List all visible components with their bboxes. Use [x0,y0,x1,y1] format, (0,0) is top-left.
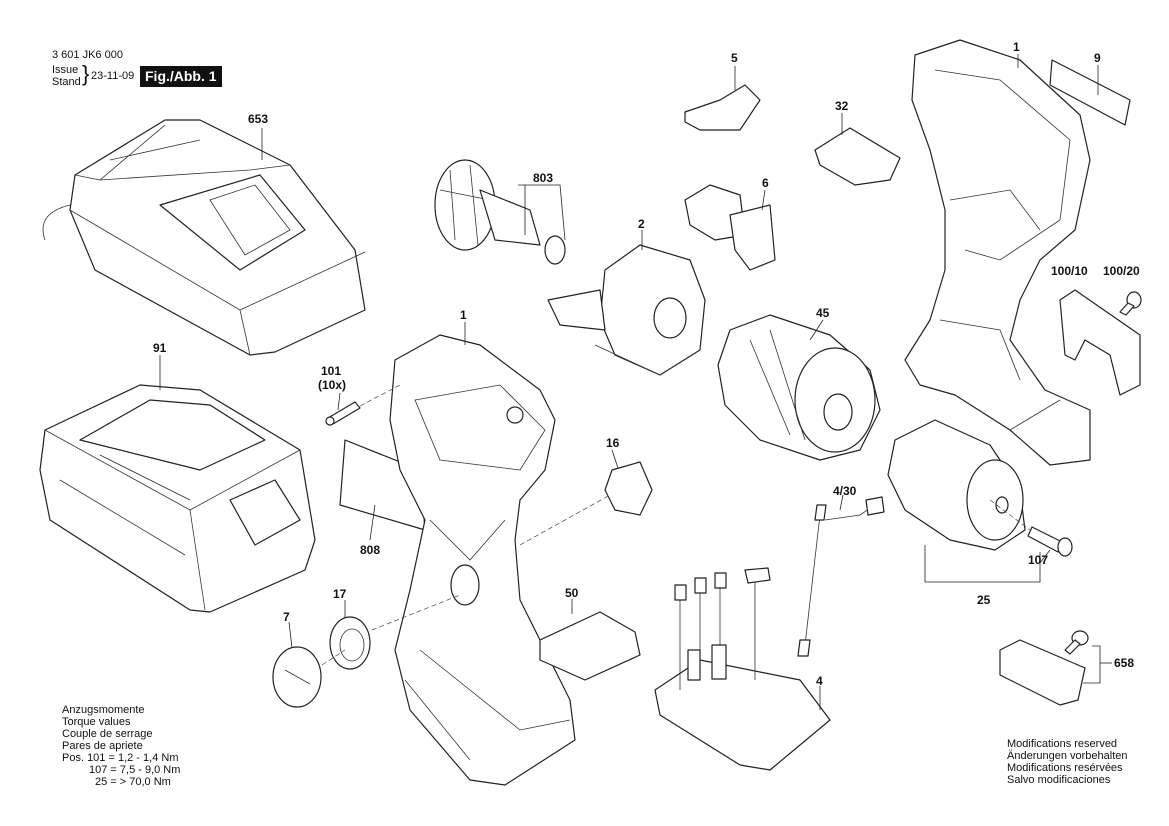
charger-drawing [42,119,366,356]
callout-101-qty: (10x) [318,378,347,392]
callout-803: 803 [533,171,554,185]
callout-16: 16 [606,436,620,450]
gearbox-drawing [717,314,881,461]
housing-drawing [389,334,576,786]
ring-drawing [329,616,371,670]
cable-drawing [797,496,885,657]
leader-lines [159,54,1112,710]
latch-drawing [814,127,901,186]
part-number: 3 601 JK6 000 [52,49,123,61]
modification-line-2: Änderungen vorbehalten [1007,750,1128,762]
assembly-lines [321,384,1031,666]
torque-line-2: Torque values [62,716,131,728]
callout-7: 7 [283,610,290,624]
bearing-cap-drawing [604,461,653,516]
callout-45: 45 [816,306,830,320]
torque-line-7: 25 = > 70,0 Nm [95,776,171,788]
torque-line-6: 107 = 7,5 - 9,0 Nm [89,764,181,776]
chuck-drawing [887,419,1026,551]
switch-drawing [684,184,776,271]
cap-drawing [272,646,322,708]
callout-17: 17 [333,587,347,601]
torque-line-5: Pos. 101 = 1,2 - 1,4 Nm [62,752,179,764]
callout-107: 107 [1028,553,1049,567]
torque-line-3: Couple de serrage [62,728,153,740]
screw-101-drawing [325,401,361,426]
bit-holder-drawing [999,630,1089,706]
callout-658: 658 [1114,656,1135,670]
modification-line-1: Modifications reserved [1007,738,1118,750]
slider-drawing [684,84,761,131]
callout-1-top: 1 [1013,40,1020,54]
callout-6: 6 [762,176,769,190]
callout-50: 50 [565,586,579,600]
brace-icon: } [82,61,90,86]
callout-25: 25 [977,593,991,607]
nameplate-drawing [1049,59,1131,126]
callout-1-mid: 1 [460,308,467,322]
callout-91: 91 [153,341,167,355]
callout-9: 9 [1094,51,1101,65]
modification-line-4: Salvo modificaciones [1007,774,1111,786]
callout-2: 2 [638,217,645,231]
figure-label: Fig./Abb. 1 [140,66,222,87]
screw-100-20-drawing [1119,291,1142,316]
callout-100-10: 100/10 [1051,264,1088,278]
motor-housing-drawing [547,244,706,376]
cover-drawing [539,611,641,681]
battery-drawing [39,384,316,613]
callout-101: 101 [321,364,342,378]
modification-notes: Modifications reserved Änderungen vorbeh… [1007,738,1127,786]
stand-label: Stand [52,76,81,88]
torque-notes: Anzugsmomente Torque values Couple de se… [62,704,180,788]
torque-line-1: Anzugsmomente [62,704,145,716]
callout-4: 4 [816,674,823,688]
housing-right-drawing [904,39,1091,466]
belt-clip-drawing [1059,289,1141,396]
issue-label: Issue [52,64,79,76]
callout-808: 808 [360,543,381,557]
callout-4-30: 4/30 [833,484,857,498]
electronics-drawing [654,567,831,771]
callout-100-20: 100/20 [1103,264,1140,278]
callout-653: 653 [248,112,269,126]
screw-107-drawing [1027,526,1073,557]
torque-line-4: Pares de apriete [62,740,143,752]
callout-5: 5 [731,51,738,65]
modification-line-3: Modifications resérvées [1007,762,1123,774]
issue-date: 23-11-09 [91,70,135,82]
callout-32: 32 [835,99,849,113]
